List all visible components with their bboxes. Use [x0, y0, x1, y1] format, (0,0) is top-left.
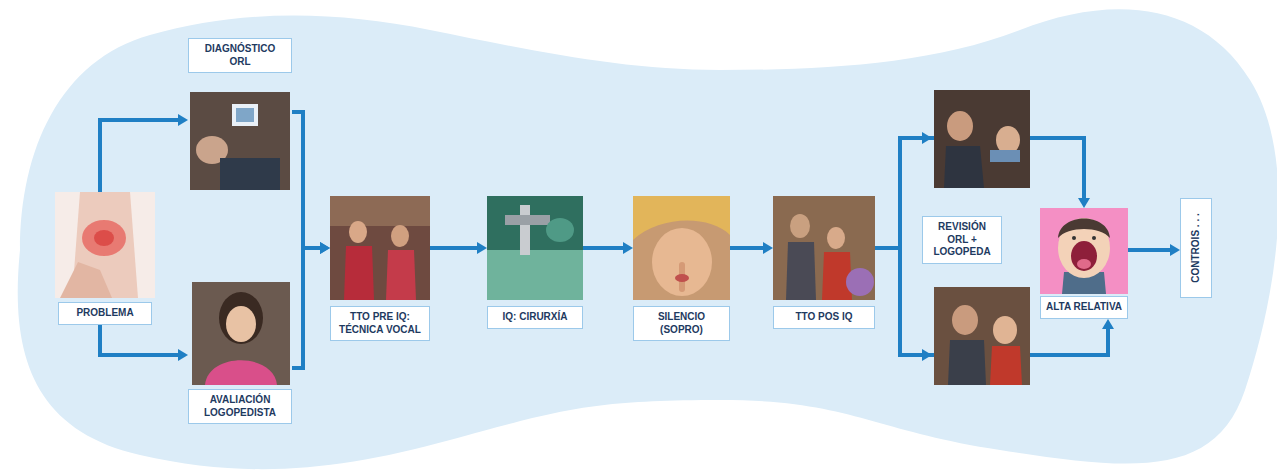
- assessment-step: AVALIACIÓN LOGOPEDISTA: [188, 282, 292, 424]
- speech-therapist-photo: [192, 282, 290, 385]
- label-box: ALTA RELATIVA: [1040, 296, 1128, 319]
- throat-photo: [55, 192, 155, 298]
- review-box: REVISIÓN ORL + LOGOPEDA: [922, 216, 1002, 264]
- label-box: IQ: CIRURXÍA: [487, 306, 583, 329]
- follow-up-box: CONTROIS . . .: [1180, 198, 1212, 298]
- vocal-technique-photo: [330, 196, 430, 300]
- diagnosis-step: DIAGNÓSTICO ORL: [188, 38, 292, 190]
- step-label: AVALIACIÓN LOGOPEDISTA: [193, 394, 287, 419]
- surgery-step: IQ: CIRURXÍA: [487, 196, 583, 329]
- post-surgery-therapy-photo: [773, 196, 875, 300]
- label-box: CONTROIS . . .: [1180, 198, 1212, 298]
- label-box: TTO POS IQ: [773, 306, 875, 329]
- review-photo-bottom: [922, 287, 1030, 385]
- label-box: SILENCIO (SOPRO): [633, 306, 730, 341]
- flow-arrow: [100, 120, 178, 192]
- cartoon-photo: [1040, 208, 1128, 294]
- endoscopy-photo: [190, 92, 290, 190]
- step-label: DIAGNÓSTICO ORL: [193, 43, 287, 68]
- step-label: SILENCIO (SOPRO): [638, 311, 725, 336]
- review-photo-top: [922, 90, 1030, 188]
- pre-surgery-step: TTO PRE IQ: TÉCNICA VOCAL: [330, 196, 430, 341]
- label-box: DIAGNÓSTICO ORL: [188, 38, 292, 73]
- flow-arrow: [292, 248, 320, 368]
- step-label: ALTA RELATIVA: [1045, 301, 1123, 314]
- step-label: CONTROIS . . .: [1190, 213, 1203, 282]
- step-label: IQ: CIRURXÍA: [492, 311, 578, 324]
- step-label: TTO POS IQ: [778, 311, 870, 324]
- post-surgery-step: TTO POS IQ: [773, 196, 875, 329]
- background-shape: [18, 9, 1277, 469]
- silence-step: SILENCIO (SOPRO): [633, 196, 730, 341]
- flow-arrow: [430, 246, 477, 250]
- discharge-step: ALTA RELATIVA: [1040, 208, 1128, 319]
- label-box: REVISIÓN ORL + LOGOPEDA: [922, 216, 1002, 264]
- label-box: AVALIACIÓN LOGOPEDISTA: [188, 389, 292, 424]
- step-label: PROBLEMA: [63, 307, 147, 320]
- flow-arrow: [292, 112, 320, 248]
- silence-photo: [633, 196, 730, 300]
- label-box: TTO PRE IQ: TÉCNICA VOCAL: [330, 306, 430, 341]
- step-label: TTO PRE IQ: TÉCNICA VOCAL: [335, 311, 425, 336]
- step-label: REVISIÓN ORL + LOGOPEDA: [927, 221, 997, 259]
- flow-arrow: [583, 246, 623, 250]
- label-box: PROBLEMA: [58, 302, 152, 325]
- flow-arrow: [100, 325, 178, 355]
- flow-arrow: [1128, 248, 1170, 252]
- flow-arrow: [730, 246, 763, 250]
- surgery-photo: [487, 196, 583, 300]
- problem-step: PROBLEMA: [55, 192, 155, 325]
